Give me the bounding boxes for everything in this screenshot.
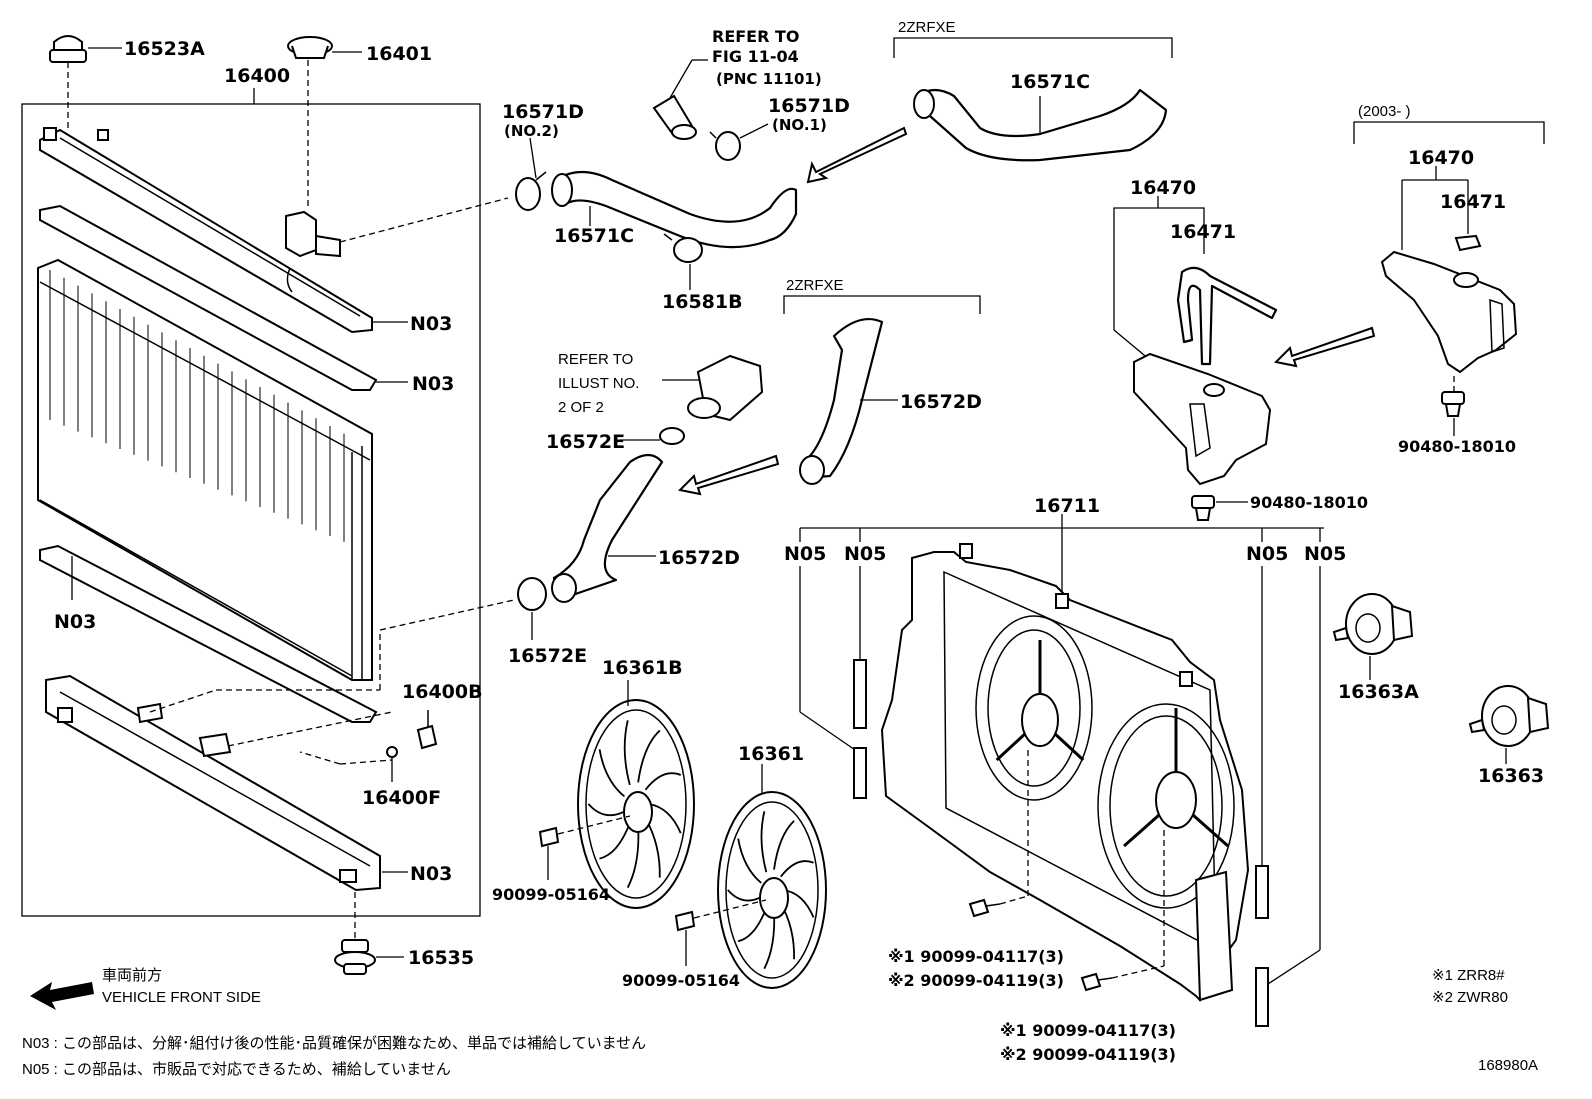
footnote-n05: N05 : この部品は、市販品で対応できるため、補給していません	[22, 1061, 451, 1078]
cap-16523a[interactable]	[49, 35, 87, 63]
label-16571c-b: 16571C	[1010, 71, 1090, 93]
cap-90480-18010-a[interactable]	[1191, 495, 1215, 521]
nut-90099-05164-a[interactable]	[538, 826, 560, 848]
label-year-range: (2003- )	[1358, 103, 1411, 120]
hose-end-refer-fig	[652, 94, 697, 140]
label-no2: (NO.2)	[504, 122, 559, 140]
label-16361: 16361	[738, 743, 804, 765]
clamp-16571d-no1[interactable]	[709, 131, 741, 161]
fan-shroud-16711[interactable]	[880, 543, 1250, 1002]
label-16572e-a: 16572E	[546, 431, 625, 453]
outlet-refer-illust	[687, 354, 764, 422]
label-16581b: 16581B	[662, 291, 743, 313]
label-bolt-b2: ※2 90099-04119(3)	[1000, 1045, 1176, 1064]
label-engine-mid: 2ZRFXE	[786, 277, 844, 294]
label-90099-05164-a: 90099-05164	[492, 885, 610, 904]
label-16470-a: 16470	[1130, 177, 1196, 199]
label-16571d-no2: 16571D	[502, 101, 584, 123]
lower-hose-16572d-2zrfxe[interactable]	[804, 318, 884, 480]
reservoir-hose-16471[interactable]	[1176, 266, 1278, 366]
label-16572d-b: 16572D	[900, 391, 982, 413]
fan-motor-16363[interactable]	[1468, 685, 1550, 747]
label-16571d-no1: 16571D	[768, 95, 850, 117]
bolt-90099-04117-a[interactable]	[968, 898, 1001, 918]
label-bolt-a2: ※2 90099-04119(3)	[888, 971, 1064, 990]
radiator-core	[37, 258, 373, 681]
label-16400b: 16400B	[402, 681, 483, 703]
label-n05-4: N05	[1304, 543, 1346, 565]
bolt-90099-04117-b[interactable]	[1080, 972, 1113, 992]
seal-upper	[39, 204, 378, 391]
label-16571c-a: 16571C	[554, 225, 634, 247]
label-n03-1: N03	[410, 313, 452, 335]
fan-motor-16363a[interactable]	[1332, 593, 1414, 655]
clamp-16571d-no2[interactable]	[515, 171, 547, 211]
ref2-line1: REFER TO	[558, 351, 633, 368]
ref1-line3: (PNC 11101)	[716, 70, 822, 88]
label-16401: 16401	[366, 43, 432, 65]
ref1-line1: REFER TO	[712, 27, 800, 46]
lower-hose-16572d[interactable]	[552, 453, 664, 602]
vehicle-front-en: VEHICLE FRONT SIDE	[102, 989, 261, 1006]
label-16711: 16711	[1034, 495, 1100, 517]
footnote-n03: N03 : この部品は、分解･組付け後の性能･品質確保が困難なため、単品では補給…	[22, 1034, 646, 1052]
figure-id: 168980A	[1478, 1057, 1538, 1074]
upper-hose-16571c[interactable]	[554, 170, 798, 249]
reservoir-tank-16470[interactable]	[1133, 352, 1272, 486]
radiator-cap-16401[interactable]	[287, 36, 333, 59]
fan-16361b[interactable]	[577, 699, 695, 909]
radiator-group-frame	[21, 103, 481, 917]
label-bolt-a1: ※1 90099-04117(3)	[888, 947, 1064, 966]
drain-plug-16400b[interactable]	[416, 710, 438, 750]
label-n03-3: N03	[54, 611, 96, 633]
clamp-16572e-upper[interactable]	[659, 427, 685, 445]
label-16400: 16400	[224, 65, 290, 87]
cap-90480-18010-b[interactable]	[1441, 391, 1465, 417]
radiator-upper-tank	[39, 127, 373, 334]
label-16572d-a: 16572D	[658, 547, 740, 569]
label-16363: 16363	[1478, 765, 1544, 787]
o-ring-16400f[interactable]	[386, 746, 398, 758]
label-engine-top: 2ZRFXE	[898, 19, 956, 36]
cap-16471-late[interactable]	[1454, 234, 1482, 252]
label-n03-4: N03	[410, 863, 452, 885]
label-n05-1: N05	[784, 543, 826, 565]
label-no1: (NO.1)	[772, 116, 827, 134]
label-90480-18010-b: 90480-18010	[1398, 437, 1516, 456]
label-16572e-b: 16572E	[508, 645, 587, 667]
label-16471-b: 16471	[1440, 191, 1506, 213]
nut-90099-05164-b[interactable]	[674, 910, 696, 932]
label-90099-05164-b: 90099-05164	[622, 971, 740, 990]
vehicle-front-jp: 車両前方	[102, 967, 162, 984]
label-16361b: 16361B	[602, 657, 683, 679]
ref2-line2: ILLUST NO.	[558, 375, 639, 392]
legend-m2: ※2 ZWR80	[1432, 989, 1508, 1006]
fan-16361[interactable]	[717, 791, 827, 989]
label-16471-a: 16471	[1170, 221, 1236, 243]
label-16363a: 16363A	[1338, 681, 1419, 703]
vehicle-front-arrow-icon	[30, 982, 94, 1010]
label-n05-2: N05	[844, 543, 886, 565]
label-16523a: 16523A	[124, 38, 205, 60]
ref2-line3: 2 OF 2	[558, 399, 604, 416]
grommet-16535[interactable]	[334, 939, 376, 975]
label-16535: 16535	[408, 947, 474, 969]
reservoir-tank-16470-late[interactable]	[1380, 250, 1518, 374]
label-16400f: 16400F	[362, 787, 441, 809]
label-n05-3: N05	[1246, 543, 1288, 565]
clamp-16581b[interactable]	[663, 233, 703, 263]
seal-lower	[39, 544, 378, 723]
clamp-16572e-lower[interactable]	[517, 577, 547, 611]
radiator-lower-tank	[45, 674, 381, 892]
ref1-line2: FIG 11-04	[712, 47, 799, 66]
label-90480-18010-a: 90480-18010	[1250, 493, 1368, 512]
legend-m1: ※1 ZRR8#	[1432, 967, 1505, 984]
label-n03-2: N03	[412, 373, 454, 395]
label-16470-b: 16470	[1408, 147, 1474, 169]
label-bolt-b1: ※1 90099-04117(3)	[1000, 1021, 1176, 1040]
upper-hose-16571c-2zrfxe[interactable]	[916, 88, 1168, 162]
